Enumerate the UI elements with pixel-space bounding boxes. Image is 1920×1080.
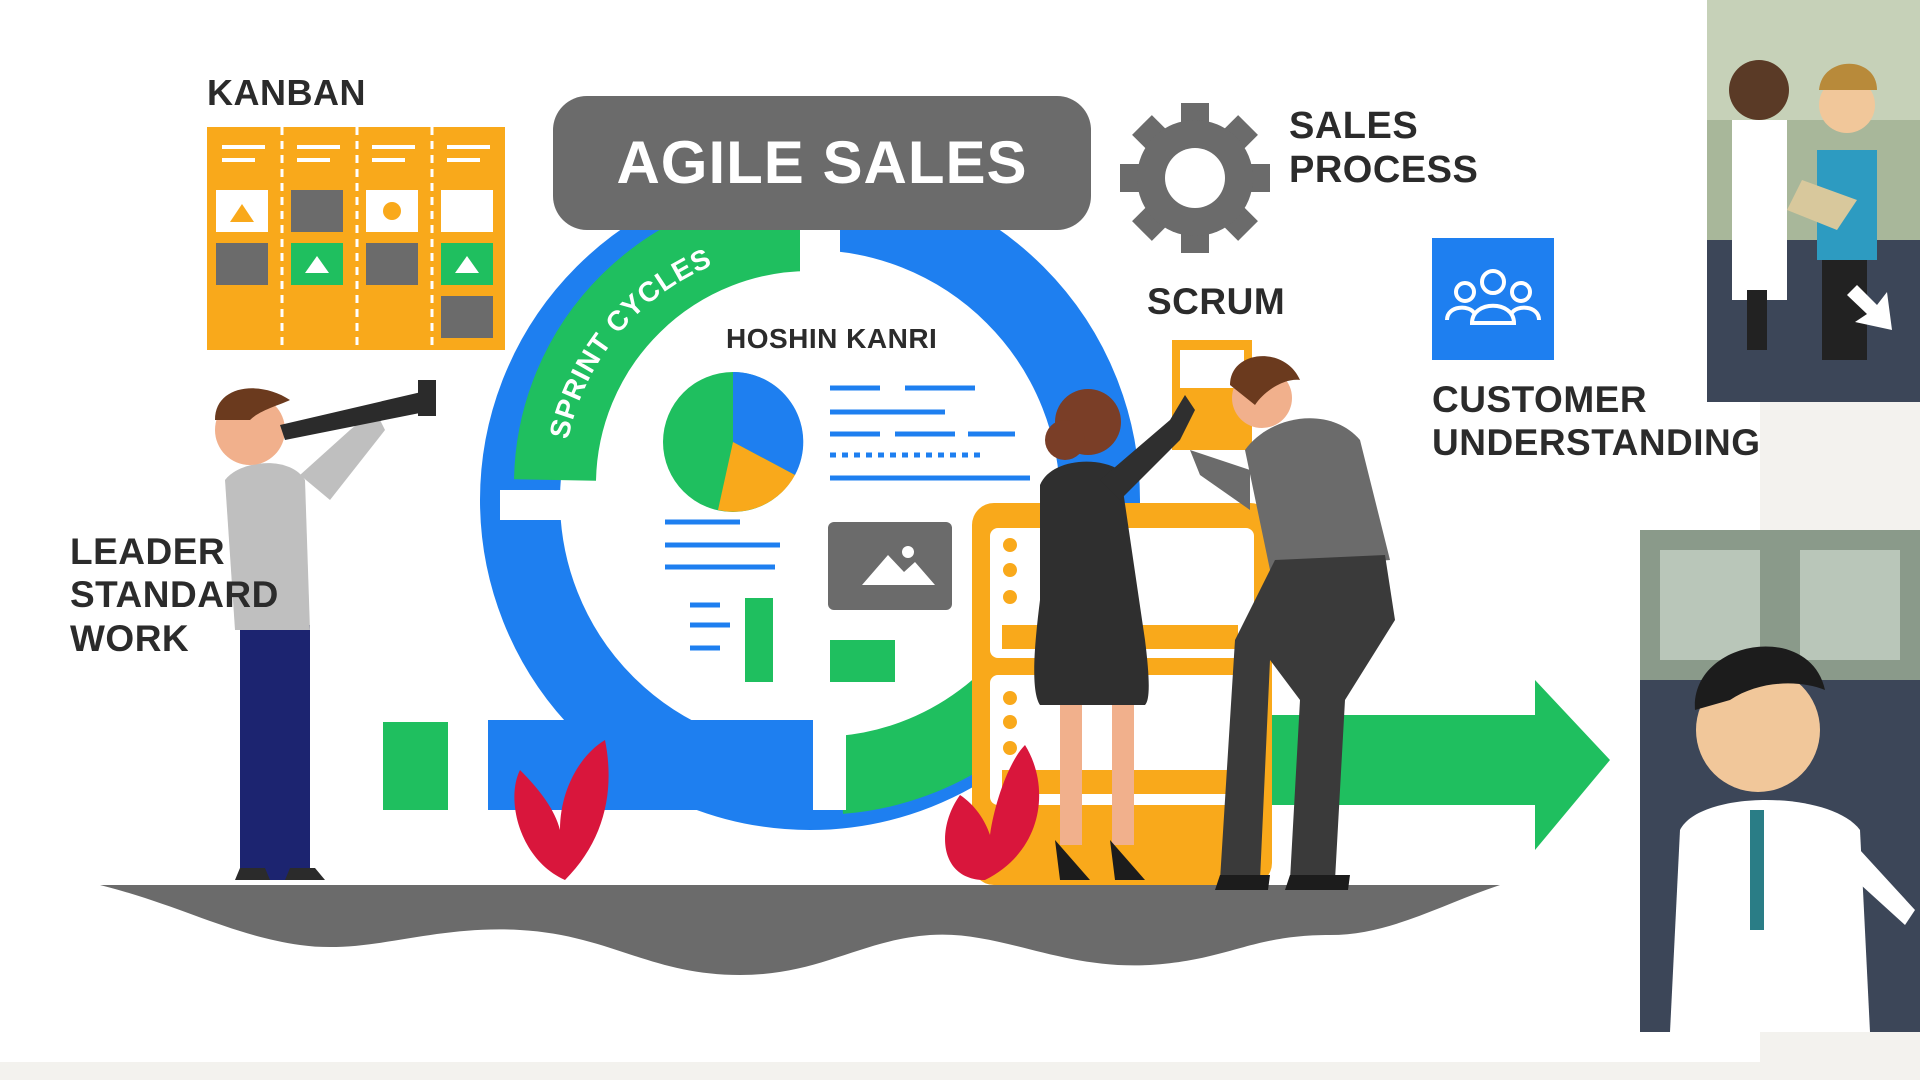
ring-green-top-left: [514, 189, 811, 482]
customer-line-2: UNDERSTANDING: [1432, 422, 1761, 464]
sales-process-line-1: SALES: [1289, 105, 1419, 147]
pie-chart-icon: [663, 371, 804, 512]
cartoon-businessman-image: [1640, 530, 1920, 1032]
cartoon-meeting-image: [1707, 0, 1920, 402]
users-icon: [1432, 238, 1554, 360]
gear-icon: [1120, 103, 1270, 253]
man-pointing: [1190, 356, 1395, 890]
sales-process-line-2: PROCESS: [1289, 149, 1479, 192]
man-with-telescope: [215, 380, 436, 880]
image-placeholder-icon: [828, 522, 952, 610]
kanban-label: KANBAN: [207, 72, 366, 113]
agile-sales-slide: AGILE SALES SPRINT CYCLES KANBAN SALES P…: [0, 0, 1760, 1062]
ring-gap-horizontal: [500, 490, 600, 520]
red-plant-left: [514, 740, 609, 880]
title-banner: [553, 96, 1091, 230]
red-plant-right: [945, 745, 1040, 880]
diagram-illustration: [100, 103, 1610, 975]
woman-figure: [1034, 389, 1195, 880]
text-lines-left: [665, 519, 780, 651]
ground-shape: [100, 885, 1500, 975]
green-block-left: [383, 722, 448, 810]
leader-line-3: WORK: [70, 617, 190, 659]
leader-line-1: LEADER: [70, 531, 226, 572]
kanban-board: [207, 127, 505, 350]
customer-line-1: CUSTOMER: [1432, 379, 1648, 420]
arrow-right-icon: [1535, 680, 1610, 850]
ring-blue-base: [488, 720, 813, 810]
arrow-down-right-icon: [1847, 285, 1892, 330]
sprint-cycles-label: SPRINT CYCLES: [544, 242, 717, 441]
diagram-title: AGILE SALES: [616, 129, 1028, 196]
customer-understanding-label: CUSTOMER UNDERSTANDING: [1432, 378, 1761, 465]
sprint-cycles-overlay: SPRINT CYCLES: [0, 0, 1760, 1062]
leader-standard-work-label: LEADER STANDARD WORK: [70, 530, 279, 660]
text-lines-right: [830, 385, 1030, 481]
sales-process-label: SALES PROCESS: [1289, 104, 1478, 193]
bar-green-small: [745, 598, 773, 682]
block-green-small: [830, 640, 895, 682]
leader-line-2: STANDARD: [70, 574, 279, 616]
hoshin-kanri-label: HOSHIN KANRI: [726, 323, 938, 354]
ring-gap-bottom: [810, 710, 846, 810]
scrum-label: SCRUM: [1147, 281, 1286, 322]
